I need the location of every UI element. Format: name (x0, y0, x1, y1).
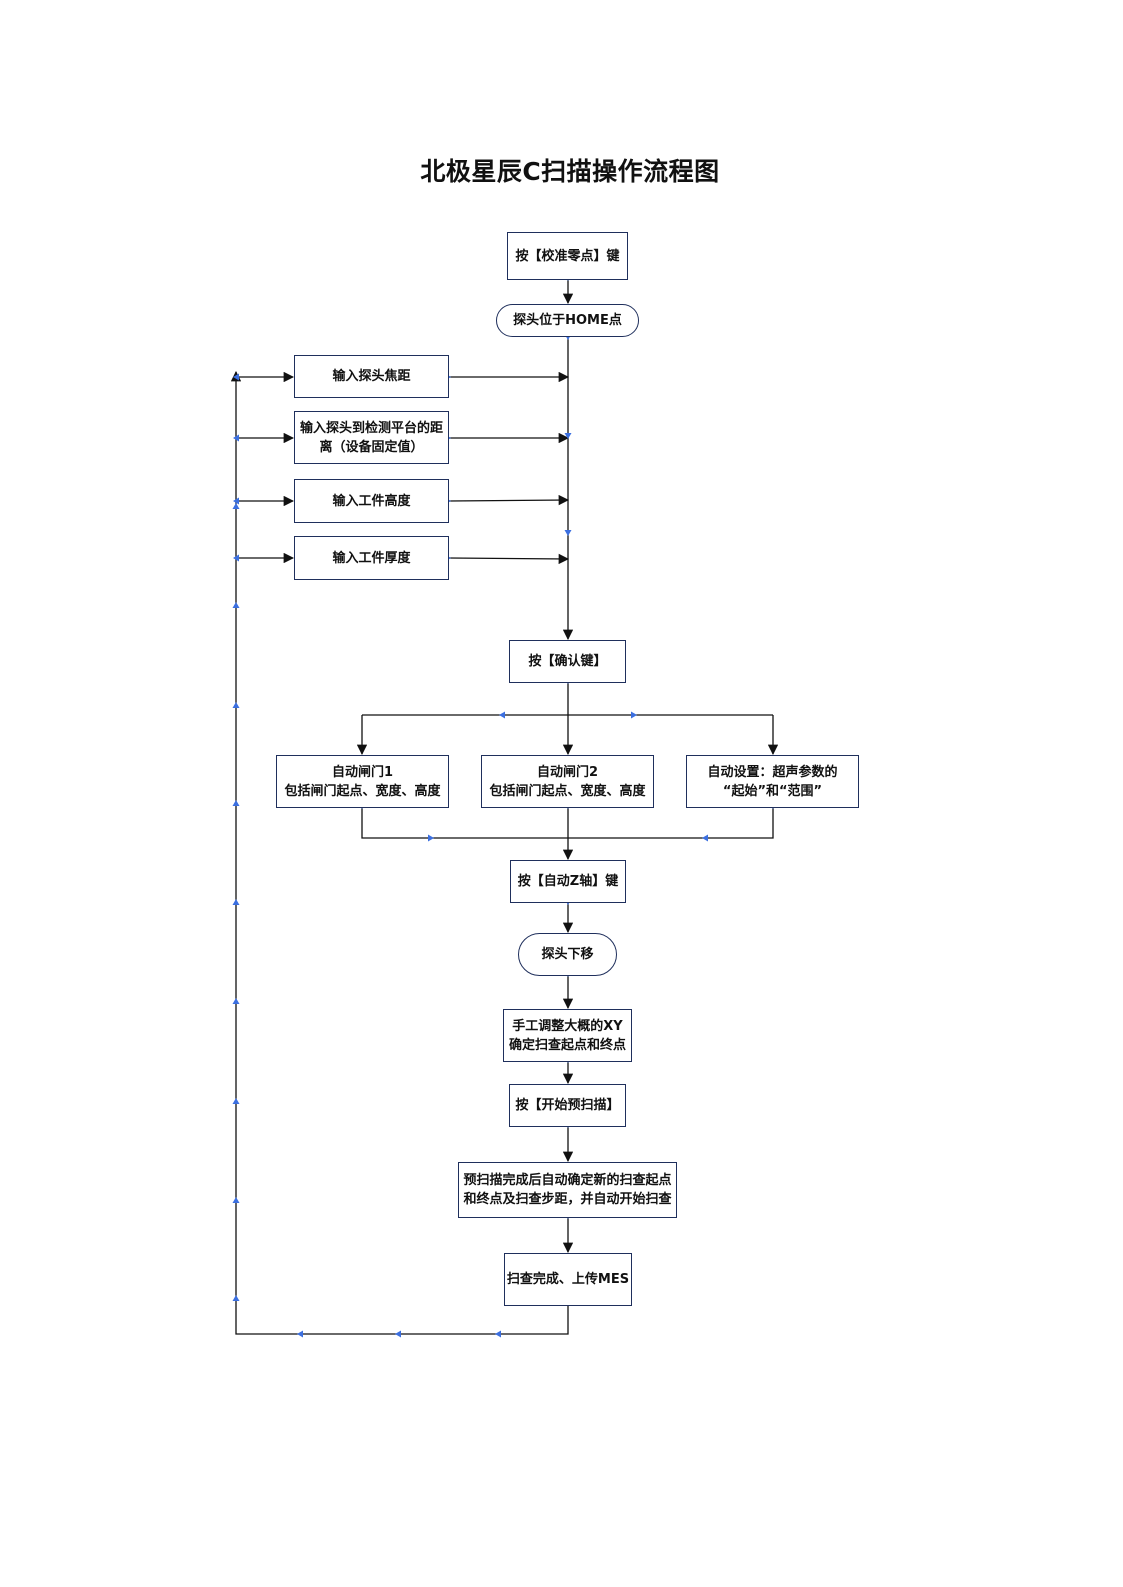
adjust-xy-label-line-1: 手工调整大概的XY (512, 1018, 623, 1034)
gate1-label-line-2: 包括闸门起点、宽度、高度 (284, 783, 441, 799)
prescan-label-line-1: 按【开始预扫描】 (515, 1098, 620, 1113)
input-distance-step: 输入探头到检测平台的距离（设备固定值） (294, 411, 449, 464)
input-thickness-step: 输入工件厚度 (294, 536, 449, 580)
connection-point-marker (232, 1098, 240, 1104)
adjust-xy-step: 手工调整大概的XY 确定扫查起点和终点 (503, 1009, 632, 1062)
connection-point-marker (395, 1330, 401, 1338)
connection-point-marker (564, 530, 572, 536)
probe-down-label-line-1: 探头下移 (541, 947, 594, 962)
gate2-label-line-2: 包括闸门起点、宽度、高度 (489, 783, 646, 799)
connection-point-marker (233, 497, 239, 505)
connection-point-marker (233, 554, 239, 562)
ultrasound-label-line-1: 自动设置：超声参数的 (707, 764, 838, 780)
auto-gate-2-step: 自动闸门2 包括闸门起点、宽度、高度 (481, 755, 654, 808)
confirm-label-line-1: 按【确认键】 (528, 654, 607, 669)
connection-point-marker (232, 702, 240, 708)
connection-point-marker (232, 1197, 240, 1203)
calibrate-button-step: 按【校准零点】键 (507, 232, 628, 280)
auto-gate-1-step: 自动闸门1 包括闸门起点、宽度、高度 (276, 755, 449, 808)
connection-point-marker (233, 434, 239, 442)
distance-label-line-2: 离（设备固定值） (319, 439, 424, 455)
auto-z-button-step: 按【自动Z轴】键 (510, 860, 626, 903)
input-focal-step: 输入探头焦距 (294, 355, 449, 398)
edge-thickness-to-spine (448, 553, 570, 565)
distance-label-line-1: 输入探头到检测平台的距 (299, 420, 443, 436)
connection-point-marker (499, 711, 505, 719)
connection-point-marker (232, 998, 240, 1004)
edge-height-to-spine (448, 494, 570, 506)
connection-point-marker (232, 503, 240, 509)
auto-scan-step: 预扫描完成后自动确定新的扫查起点和终点及扫查步距，并自动开始扫查 (458, 1162, 677, 1218)
auto-scan-label-line-2: 和终点及扫查步距，并自动开始扫查 (463, 1192, 672, 1207)
thickness-label-line-1: 输入工件厚度 (332, 550, 411, 566)
connection-point-marker (495, 1330, 501, 1338)
connection-point-marker (297, 1330, 303, 1338)
gate2-label-line-1: 自动闸门2 (536, 764, 599, 780)
ultrasound-label-line-2: “起始”和“范围” (722, 783, 823, 799)
prescan-button-step: 按【开始预扫描】 (509, 1084, 626, 1127)
autoz-label-line-1: 按【自动Z轴】键 (517, 874, 619, 889)
connection-point-marker (232, 1295, 240, 1301)
height-label-line-1: 输入工件高度 (332, 493, 411, 509)
connection-point-marker (232, 800, 240, 806)
auto-scan-label-line-1: 预扫描完成后自动确定新的扫查起点 (463, 1173, 672, 1188)
connection-point-marker (233, 373, 239, 381)
home-label-line-1: 探头位于HOME点 (513, 313, 622, 328)
connection-point-marker (428, 834, 434, 842)
gate1-label-line-1: 自动闸门1 (331, 764, 394, 780)
page-title: 北极星辰C扫描操作流程图 (420, 157, 720, 186)
connection-point-marker (631, 711, 637, 719)
connection-point-marker (564, 433, 572, 439)
edge-upload-return-loop (230, 370, 569, 1335)
upload-mes-step: 扫查完成、上传MES (504, 1253, 632, 1306)
connection-point-marker (702, 834, 708, 842)
adjust-xy-label-line-2: 确定扫查起点和终点 (508, 1037, 626, 1053)
focal-label-line-1: 输入探头焦距 (332, 369, 411, 384)
upload-label-line-1: 扫查完成、上传MES (506, 1272, 630, 1287)
confirm-button-step: 按【确认键】 (509, 640, 626, 683)
connection-point-marker (232, 899, 240, 905)
calibrate-label-line-1: 按【校准零点】键 (515, 248, 620, 264)
probe-home-state: 探头位于HOME点 (496, 304, 639, 337)
input-height-step: 输入工件高度 (294, 479, 449, 523)
probe-down-state: 探头下移 (518, 933, 617, 976)
auto-ultrasound-step: 自动设置：超声参数的 “起始”和“范围” (686, 755, 859, 808)
connection-point-marker (232, 602, 240, 608)
